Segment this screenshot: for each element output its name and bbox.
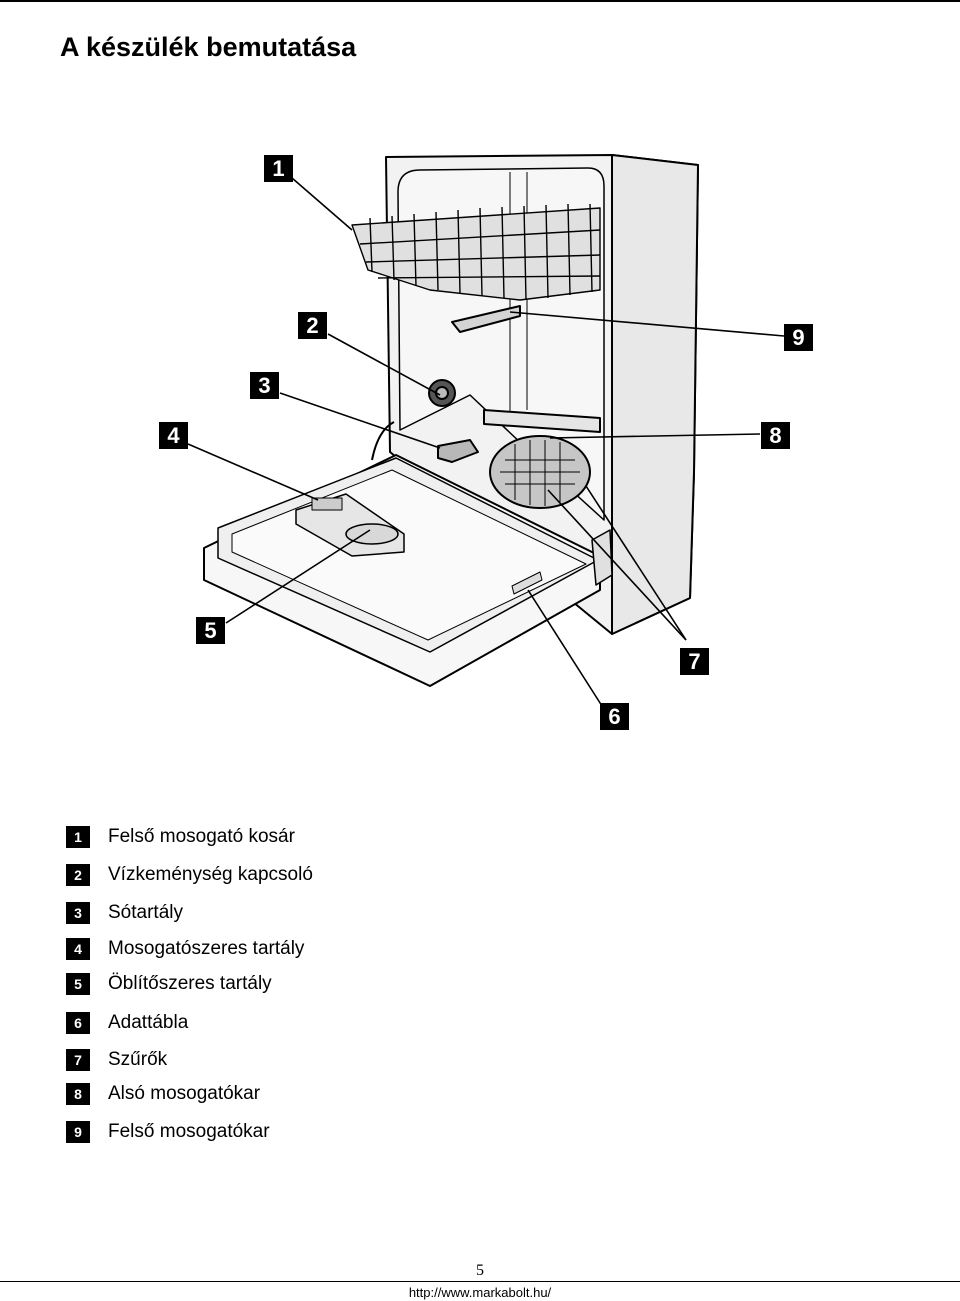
legend-item-1: 1 Felső mosogató kosár	[66, 822, 295, 852]
rating-plate-shape	[511, 571, 543, 595]
legend-badge: 4	[66, 938, 90, 960]
legend-badge: 2	[66, 864, 90, 886]
legend-item-7: 7 Szűrők	[66, 1045, 167, 1075]
legend-label: Szűrők	[108, 1049, 168, 1070]
lower-spray-arm-shape	[483, 409, 601, 433]
upper-basket	[351, 203, 601, 301]
leader-lines	[187, 177, 785, 707]
legend-item-5: 5 Öblítőszeres tartály	[66, 969, 272, 999]
svg-text:1: 1	[272, 156, 284, 181]
legend-label: Mosogatószeres tartály	[108, 938, 305, 959]
legend-item-3: 3 Sótartály	[66, 898, 183, 928]
legend-badge: 1	[66, 826, 90, 848]
callout-2: 2	[298, 312, 327, 339]
legend-label: Vízkeménység kapcsoló	[108, 864, 313, 885]
callout-1: 1	[264, 155, 293, 182]
salt-container-shape	[437, 439, 479, 463]
callout-9: 9	[784, 324, 813, 351]
callout-6: 6	[600, 703, 629, 730]
callout-5: 5	[196, 617, 225, 644]
svg-text:2: 2	[306, 313, 318, 338]
upper-spray-arm-shape	[451, 305, 521, 333]
callout-8: 8	[761, 422, 790, 449]
page-number: 5	[476, 1262, 484, 1279]
legend-item-4: 4 Mosogatószeres tartály	[66, 934, 304, 964]
svg-text:6: 6	[608, 704, 620, 729]
footer-url[interactable]: http://www.markabolt.hu/	[408, 1285, 552, 1300]
callout-7: 7	[680, 648, 709, 675]
page-title: A készülék bemutatása	[60, 32, 357, 62]
top-rule	[0, 0, 960, 2]
legend-badge: 3	[66, 902, 90, 924]
legend-badge: 7	[66, 1049, 90, 1071]
svg-text:5: 5	[204, 618, 216, 643]
legend-label: Sótartály	[108, 902, 183, 923]
legend-label: Öblítőszeres tartály	[108, 973, 272, 994]
legend-item-9: 9 Felső mosogatókar	[66, 1117, 270, 1147]
legend-badge: 6	[66, 1012, 90, 1034]
callout-4: 4	[159, 422, 188, 449]
callout-3: 3	[250, 372, 279, 399]
legend-label: Adattábla	[108, 1012, 189, 1033]
svg-text:7: 7	[688, 649, 700, 674]
legend-item-2: 2 Vízkeménység kapcsoló	[66, 860, 313, 890]
legend-badge: 5	[66, 973, 90, 995]
side-panel	[611, 154, 699, 635]
svg-text:9: 9	[792, 325, 804, 350]
legend-label: Felső mosogatókar	[108, 1121, 270, 1142]
svg-text:8: 8	[769, 423, 781, 448]
legend-label: Alsó mosogatókar	[108, 1083, 261, 1104]
svg-text:4: 4	[167, 423, 180, 448]
legend-badge: 8	[66, 1083, 90, 1105]
legend-item-6: 6 Adattábla	[66, 1008, 188, 1038]
legend-item-8: 8 Alsó mosogatókar	[66, 1079, 260, 1109]
rinse-aid-dispenser-shape	[345, 523, 399, 545]
svg-text:3: 3	[258, 373, 270, 398]
dishwasher-diagram: 1 2 3 4 5 6 7 8 9	[159, 154, 813, 730]
legend-badge: 9	[66, 1121, 90, 1143]
footer-rule	[0, 1281, 960, 1282]
legend-label: Felső mosogató kosár	[108, 826, 295, 847]
